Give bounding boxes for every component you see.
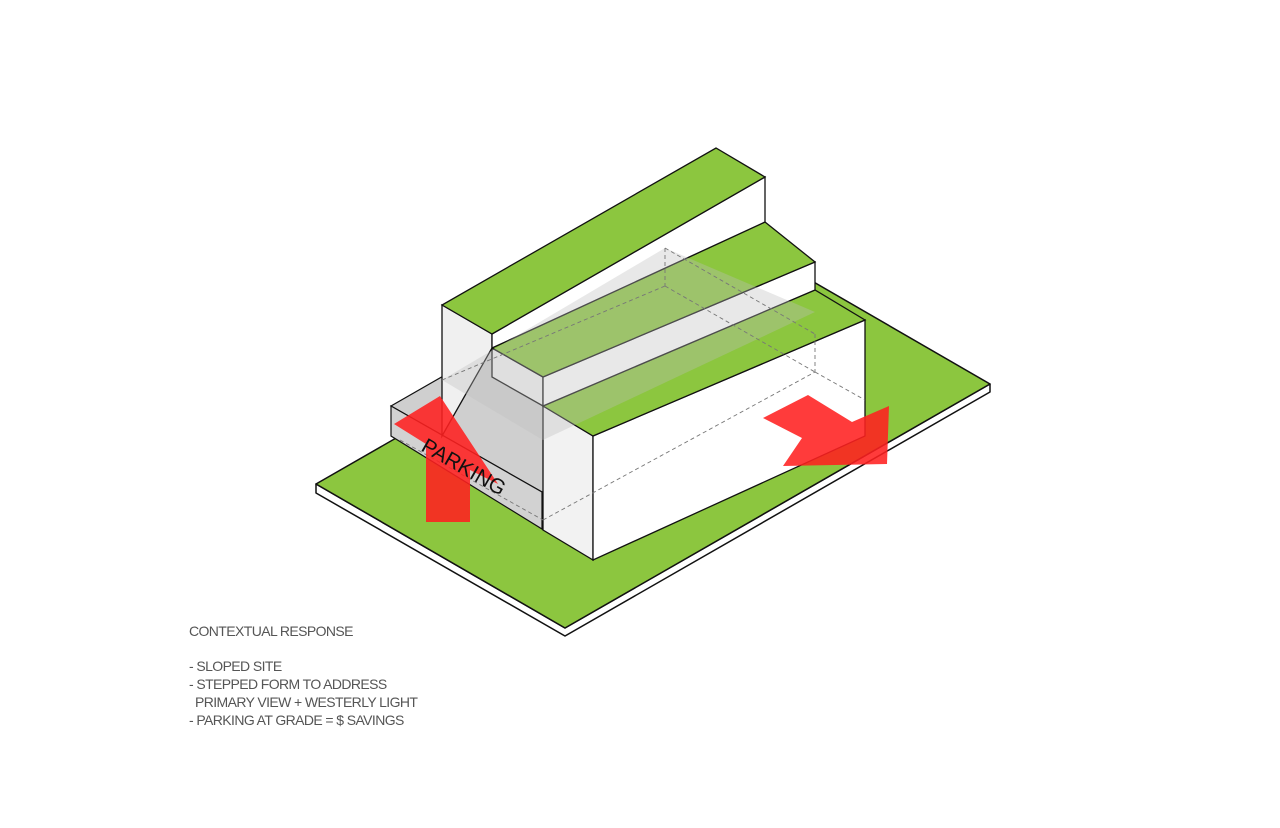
stepped-building xyxy=(399,147,867,562)
note-item: - STEPPED FORM TO ADDRESS xyxy=(189,676,387,693)
glass-volume xyxy=(442,248,815,440)
hidden-edges xyxy=(399,247,866,521)
arrow-up-icon xyxy=(394,396,498,522)
tier-3-roof xyxy=(440,147,767,335)
note-item: PRIMARY VIEW + WESTERLY LIGHT xyxy=(195,693,418,710)
view-arrows xyxy=(394,395,889,522)
note-item: - PARKING AT GRADE = $ SAVINGS xyxy=(189,711,404,728)
arrow-right-icon xyxy=(763,395,889,466)
notes-title: CONTEXTUAL RESPONSE xyxy=(189,623,354,639)
note-item: - SLOPED SITE xyxy=(189,658,282,675)
design-notes: CONTEXTUAL RESPONSE - SLOPED SITE - STEP… xyxy=(189,623,418,729)
